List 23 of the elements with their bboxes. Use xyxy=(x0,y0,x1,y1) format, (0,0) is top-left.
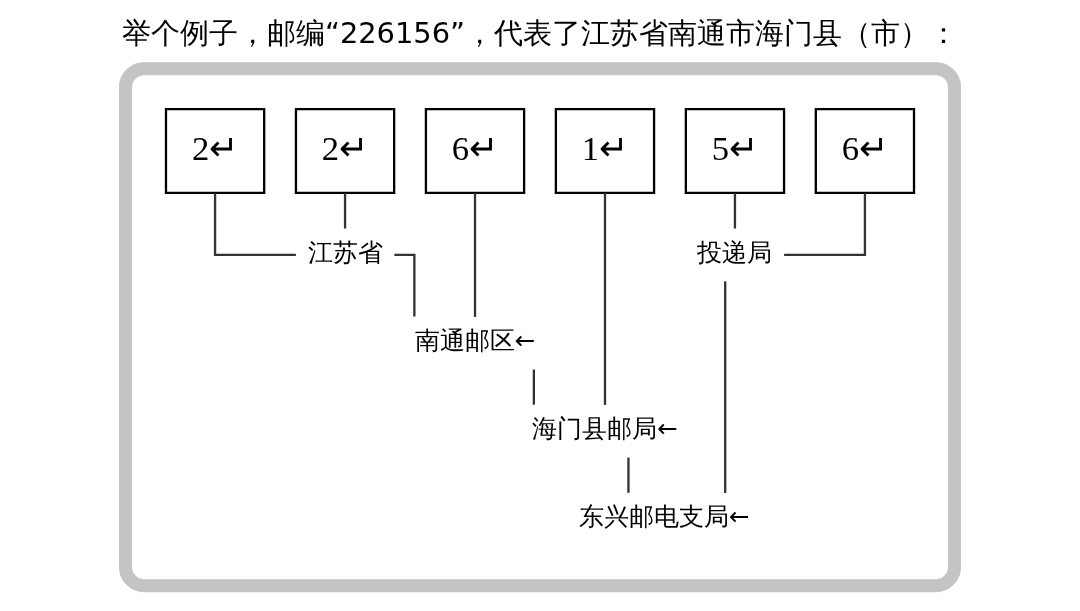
node-box: 5↵ xyxy=(684,107,786,194)
connector xyxy=(473,193,477,317)
node-text: 海门县邮局← xyxy=(532,414,678,444)
connector xyxy=(213,193,296,257)
cluster xyxy=(119,62,961,593)
connector xyxy=(532,369,535,405)
connector xyxy=(784,193,867,257)
node-text: 投递局 xyxy=(697,237,773,267)
connector xyxy=(603,192,607,405)
node-box: 1↵ xyxy=(554,107,656,194)
node-box: 6↵ xyxy=(424,107,526,194)
connector xyxy=(627,457,630,493)
node-text: 东兴邮电支局← xyxy=(578,502,750,532)
diagram-title: 举个例子，邮编“226156”，代表了江苏省南通市海门县（市）： xyxy=(121,15,959,50)
connector xyxy=(724,281,727,494)
connector xyxy=(394,253,416,317)
connector xyxy=(733,193,737,229)
node-box: 2↵ xyxy=(294,107,396,194)
node-text: 江苏省 xyxy=(307,237,383,267)
node-text: 南通邮区← xyxy=(414,325,536,355)
connector xyxy=(343,193,347,229)
node-box: 2↵ xyxy=(164,107,266,194)
node-box: 6↵ xyxy=(814,107,916,194)
